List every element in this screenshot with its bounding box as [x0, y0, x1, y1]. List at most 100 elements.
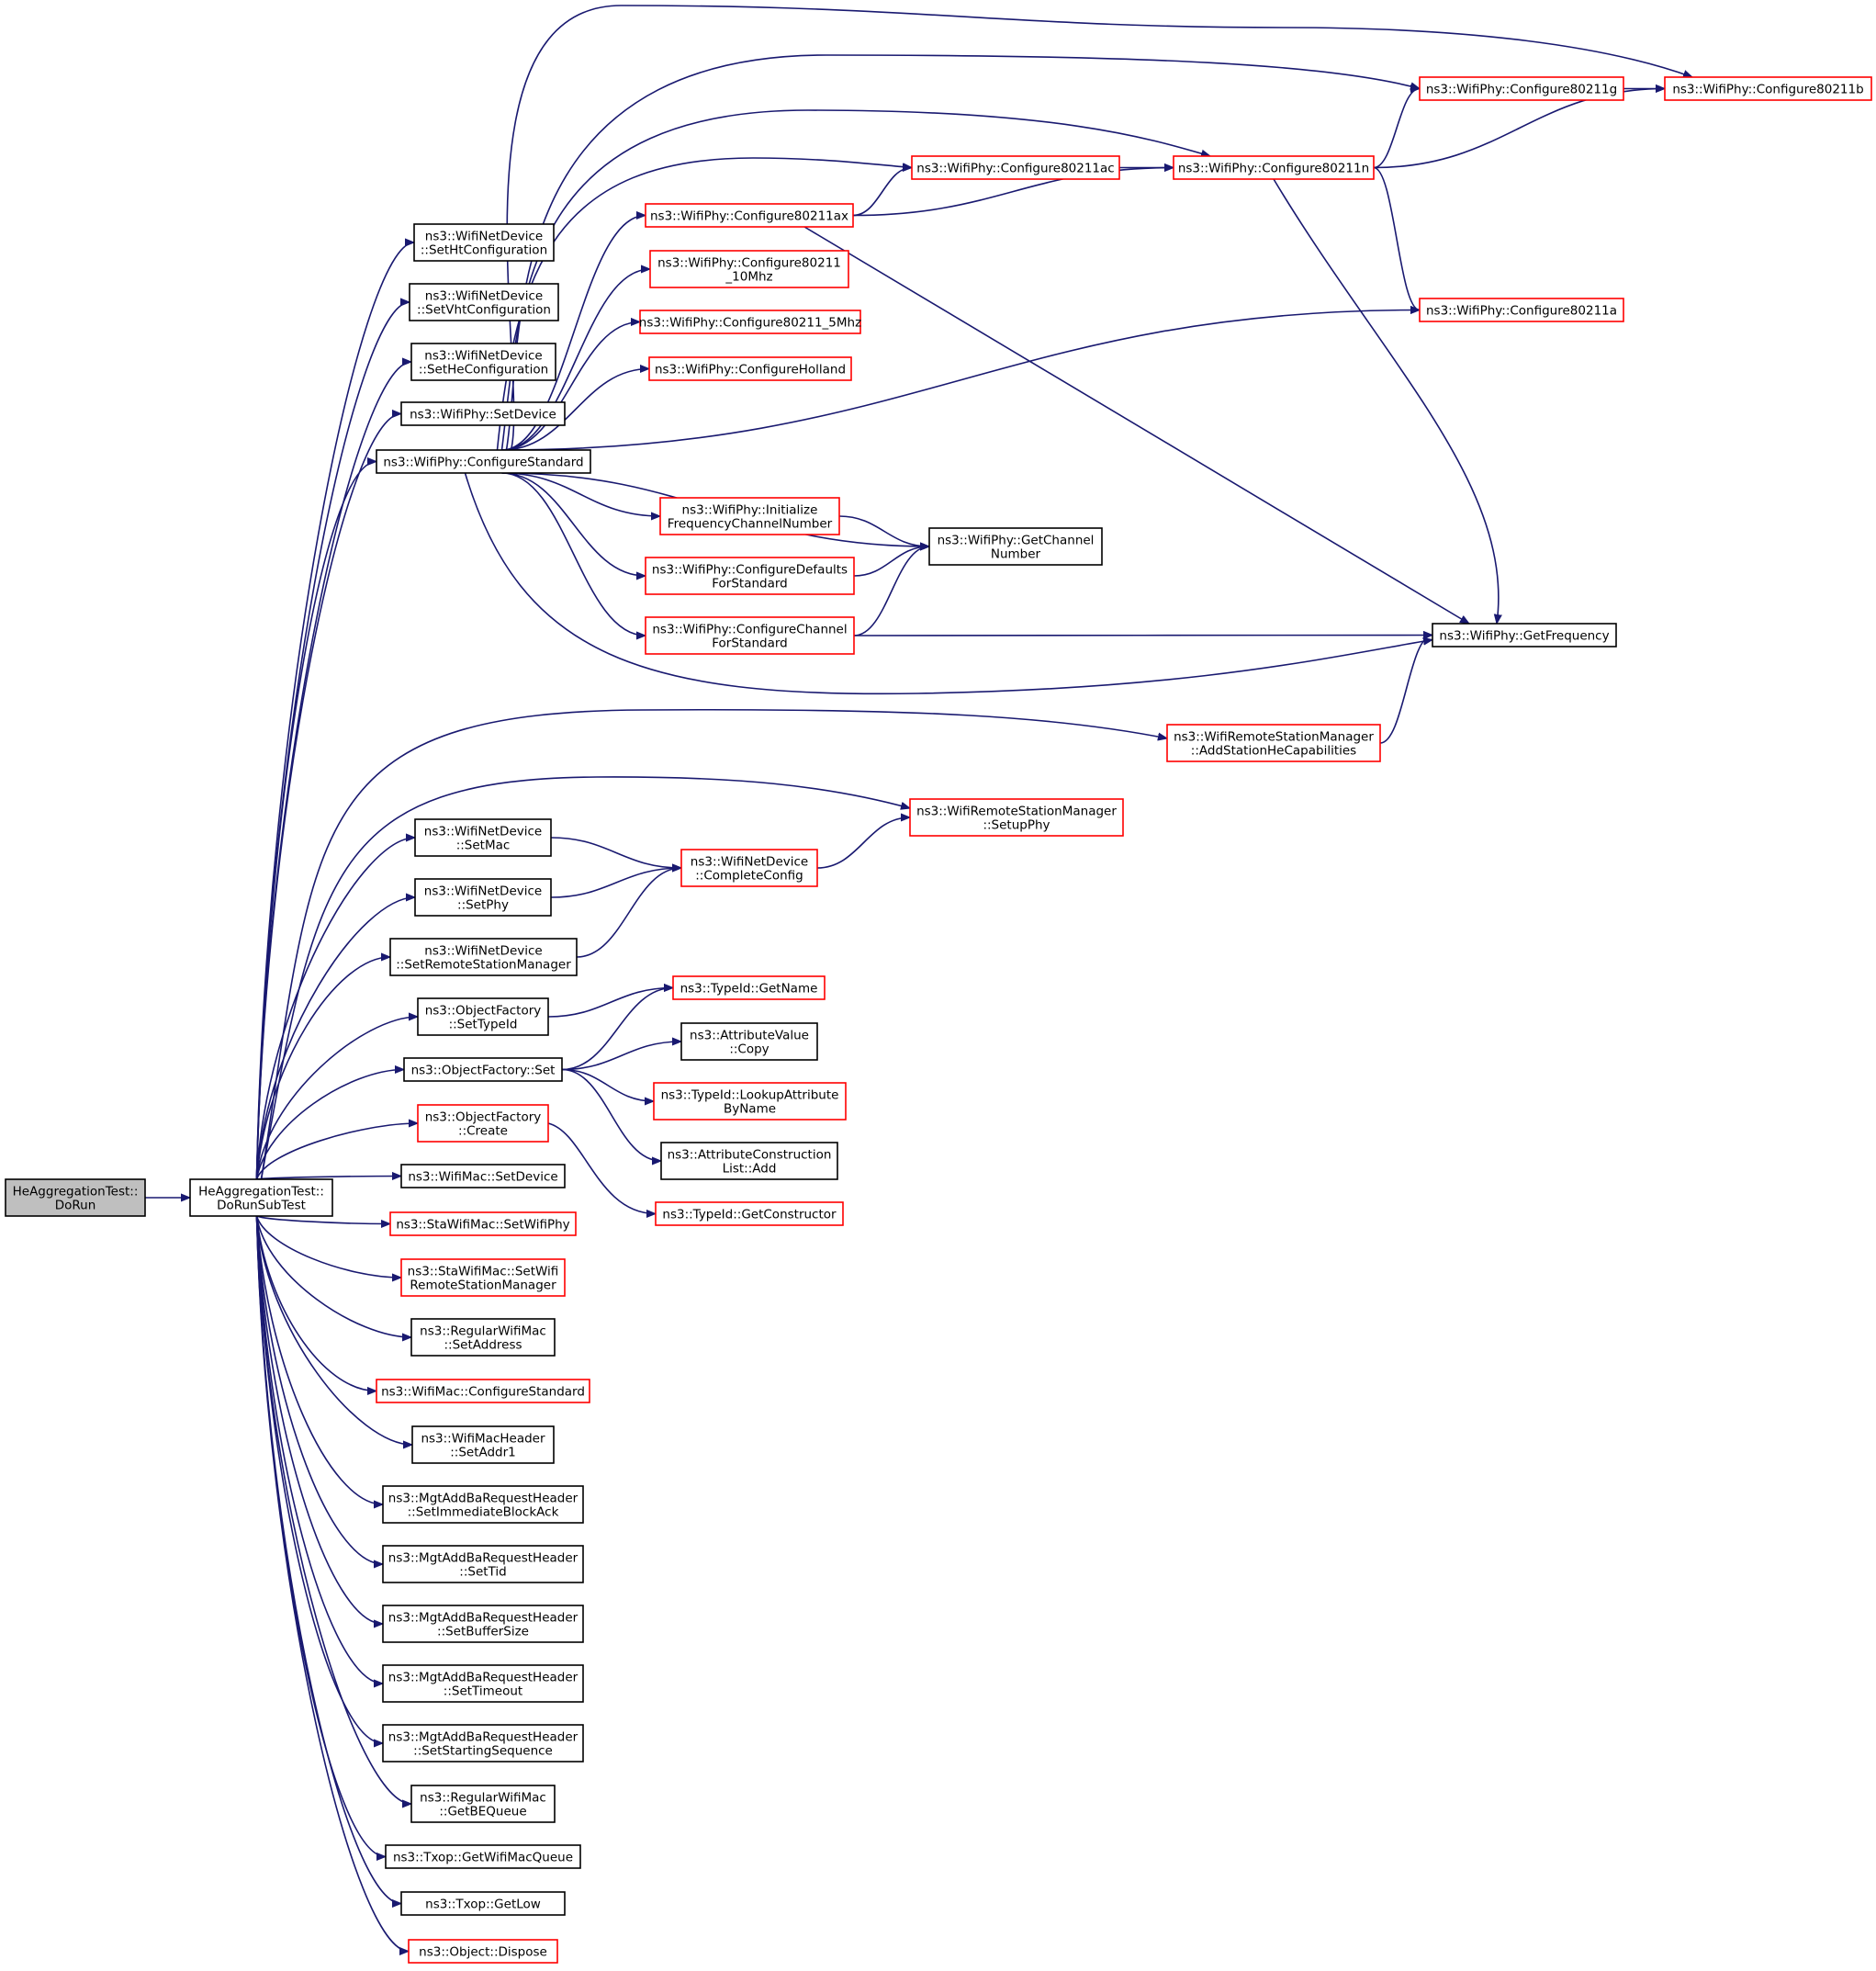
node-configure80211a[interactable]: ns3::WifiPhy::Configure80211a: [1419, 298, 1624, 322]
edge-doRunSubTest-to-setTimeout: [255, 1215, 384, 1684]
node-complete-config[interactable]: ns3::WifiNetDevice::CompleteConfig: [680, 849, 818, 887]
node-mac-configure-standard[interactable]: ns3::WifiMac::ConfigureStandard: [376, 1379, 590, 1403]
node-set-timeout[interactable]: ns3::MgtAddBaRequestHeader::SetTimeout: [382, 1664, 584, 1703]
node-add-station-he-capabilities[interactable]: ns3::WifiRemoteStationManager::AddStatio…: [1166, 724, 1381, 762]
node-box: [408, 1939, 558, 1964]
node-box: [414, 818, 552, 857]
edge-layer: [145, 5, 1692, 1952]
node-label: ::SetImmediateBlockAck: [408, 1505, 559, 1520]
edge-phyConfigureStandard-to-configureHolland: [501, 369, 650, 451]
node-setup-phy[interactable]: ns3::WifiRemoteStationManager::SetupPhy: [909, 798, 1124, 837]
edge-doRunSubTest-to-setTid: [255, 1215, 384, 1564]
node-label: DoRun: [55, 1199, 96, 1213]
node-phy-set-device[interactable]: ns3::WifiPhy::SetDevice: [400, 401, 566, 426]
node-attribute-value-copy[interactable]: ns3::AttributeValue::Copy: [680, 1022, 818, 1061]
node-do-run-sub-test[interactable]: HeAggregationTest::DoRunSubTest: [189, 1178, 333, 1217]
node-set-remote-station-manager[interactable]: ns3::WifiNetDevice::SetRemoteStationMana…: [389, 938, 578, 976]
node-set-he-configuration[interactable]: ns3::WifiNetDevice::SetHeConfiguration: [410, 343, 556, 381]
node-configure80211g[interactable]: ns3::WifiPhy::Configure80211g: [1419, 76, 1624, 101]
node-get-constructor[interactable]: ns3::TypeId::GetConstructor: [655, 1201, 844, 1226]
node-initialize-frequency-channel-number[interactable]: ns3::WifiPhy::InitializeFrequencyChannel…: [659, 497, 840, 535]
node-set-phy[interactable]: ns3::WifiNetDevice::SetPhy: [414, 878, 552, 917]
node-label: _10Mhz: [725, 270, 772, 285]
node-set-address[interactable]: ns3::RegularWifiMac::SetAddress: [410, 1318, 556, 1357]
node-mac-set-device[interactable]: ns3::WifiMac::SetDevice: [400, 1164, 566, 1188]
node-label: ns3::ObjectFactory: [425, 1110, 542, 1125]
node-box: [645, 616, 855, 655]
node-set-mac[interactable]: ns3::WifiNetDevice::SetMac: [414, 818, 552, 857]
node-set-ht-configuration[interactable]: ns3::WifiNetDevice::SetHtConfiguration: [413, 223, 555, 262]
node-label: ::SetupPhy: [983, 818, 1050, 833]
node-configure80211b[interactable]: ns3::WifiPhy::Configure80211b: [1664, 76, 1872, 101]
node-label: ns3::Txop::GetLow: [425, 1898, 541, 1912]
node-set-addr1[interactable]: ns3::WifiMacHeader::SetAddr1: [411, 1425, 555, 1464]
node-label: ns3::WifiPhy::GetChannel: [938, 534, 1095, 548]
node-box: [1419, 298, 1624, 322]
node-set-wifi-phy[interactable]: ns3::StaWifiMac::SetWifiPhy: [389, 1211, 577, 1236]
node-label: List::Add: [723, 1162, 777, 1177]
node-get-frequency[interactable]: ns3::WifiPhy::GetFrequency: [1432, 623, 1617, 648]
node-set-starting-sequence[interactable]: ns3::MgtAddBaRequestHeader::SetStartingS…: [382, 1724, 584, 1763]
node-configure-holland[interactable]: ns3::WifiPhy::ConfigureHolland: [648, 356, 852, 381]
node-box: [1432, 623, 1617, 648]
node-do-run[interactable]: HeAggregationTest::DoRun: [5, 1178, 146, 1217]
node-label: ns3::WifiPhy::Initialize: [682, 503, 818, 518]
node-label: ::SetAddress: [444, 1338, 522, 1353]
node-configure80211ac[interactable]: ns3::WifiPhy::Configure80211ac: [911, 155, 1120, 180]
node-box: [417, 997, 549, 1036]
node-box: [382, 1724, 584, 1763]
node-set-wifi-remote-station-manager[interactable]: ns3::StaWifiMac::SetWifiRemoteStationMan…: [400, 1258, 566, 1297]
node-phy-configure-standard[interactable]: ns3::WifiPhy::ConfigureStandard: [376, 449, 591, 474]
node-box: [389, 1211, 577, 1236]
node-configure-defaults-for-standard[interactable]: ns3::WifiPhy::ConfigureDefaultsForStanda…: [645, 557, 855, 595]
node-set-vht-configuration[interactable]: ns3::WifiNetDevice::SetVhtConfiguration: [409, 283, 559, 321]
node-label: ns3::ObjectFactory: [425, 1004, 542, 1019]
node-label: ns3::WifiPhy::Configure80211b: [1672, 83, 1863, 97]
node-label: ns3::Txop::GetWifiMacQueue: [393, 1851, 573, 1865]
node-box: [909, 798, 1124, 837]
node-box: [376, 449, 591, 474]
edge-phyConfigureStandard-to-configureDefaultsForStandard: [501, 472, 646, 576]
node-set-tid[interactable]: ns3::MgtAddBaRequestHeader::SetTid: [382, 1545, 584, 1583]
node-factory-create[interactable]: ns3::ObjectFactory::Create: [417, 1104, 549, 1143]
node-configure80211_5-mhz[interactable]: ns3::WifiPhy::Configure80211_5Mhz: [639, 310, 861, 334]
node-dispose[interactable]: ns3::Object::Dispose: [408, 1939, 558, 1964]
node-type-id-get-name[interactable]: ns3::TypeId::GetName: [672, 975, 826, 1000]
node-label: ns3::WifiPhy::GetFrequency: [1439, 629, 1609, 644]
node-box: [680, 849, 818, 887]
edge-doRunSubTest-to-setAddr1: [255, 1215, 413, 1445]
node-configure-channel-for-standard[interactable]: ns3::WifiPhy::ConfigureChannelForStandar…: [645, 616, 855, 655]
node-label: ns3::Object::Dispose: [419, 1945, 547, 1960]
node-configure80211_10-mhz[interactable]: ns3::WifiPhy::Configure80211_10Mhz: [649, 250, 849, 288]
node-configure80211ax[interactable]: ns3::WifiPhy::Configure80211ax: [645, 203, 854, 228]
node-label: ns3::StaWifiMac::SetWifi: [408, 1265, 559, 1279]
edge-configure80211n-to-configure80211a: [1373, 166, 1421, 310]
node-label: ::Create: [458, 1124, 508, 1139]
node-configure80211n[interactable]: ns3::WifiPhy::Configure80211n: [1173, 155, 1375, 180]
node-get-bequeue[interactable]: ns3::RegularWifiMac::GetBEQueue: [410, 1785, 556, 1823]
node-label: ns3::WifiPhy::ConfigureHolland: [655, 363, 846, 377]
node-label: Number: [991, 547, 1041, 562]
node-box: [645, 203, 854, 228]
node-factory-set[interactable]: ns3::ObjectFactory::Set: [403, 1057, 563, 1082]
node-box: [1419, 76, 1624, 101]
node-box: [382, 1664, 584, 1703]
node-set-immediate-block-ack[interactable]: ns3::MgtAddBaRequestHeader::SetImmediate…: [382, 1485, 584, 1524]
node-label: RemoteStationManager: [410, 1278, 556, 1293]
node-label: ns3::WifiPhy::Configure80211_5Mhz: [639, 316, 861, 331]
node-label: ::SetTypeId: [449, 1018, 518, 1032]
node-set-buffer-size[interactable]: ns3::MgtAddBaRequestHeader::SetBufferSiz…: [382, 1605, 584, 1643]
node-get-low[interactable]: ns3::Txop::GetLow: [400, 1891, 566, 1916]
node-label: ns3::WifiPhy::ConfigureDefaults: [652, 563, 848, 578]
edge-doRunSubTest-to-getBEQueue: [255, 1215, 412, 1804]
edge-factorySet-to-attributeValueCopy: [561, 1042, 681, 1071]
edge-doRunSubTest-to-setPhy: [255, 897, 416, 1180]
node-label: ns3::WifiRemoteStationManager: [1174, 730, 1374, 745]
node-label: ::SetPhy: [457, 898, 509, 913]
node-get-wifi-mac-queue[interactable]: ns3::Txop::GetWifiMacQueue: [385, 1844, 581, 1869]
node-set-type-id[interactable]: ns3::ObjectFactory::SetTypeId: [417, 997, 549, 1036]
